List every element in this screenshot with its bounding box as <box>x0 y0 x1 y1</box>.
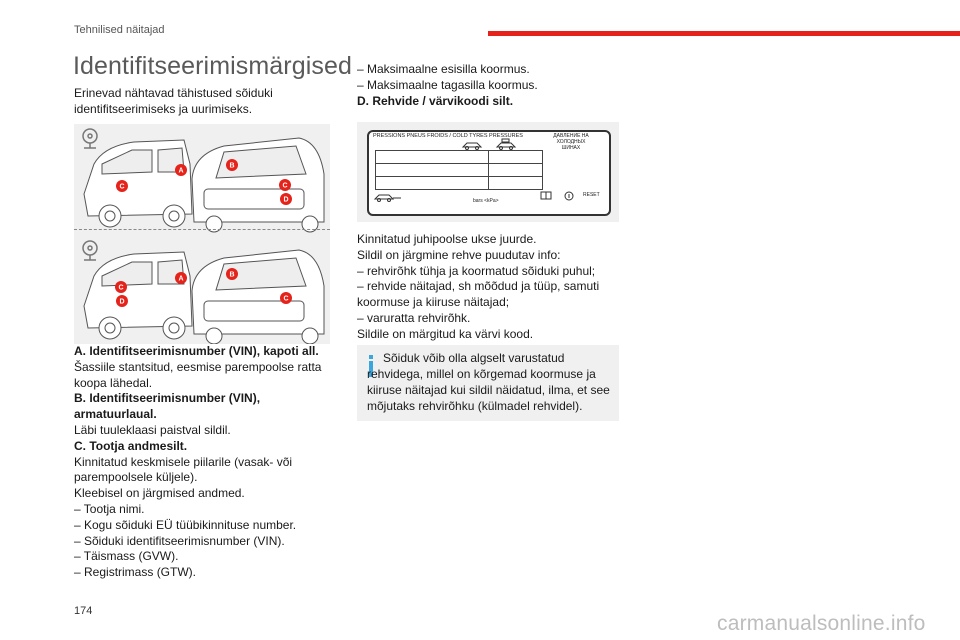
tyre-label-reset: RESET <box>583 192 600 198</box>
desc-d-title: D. Rehvide / värvikoodi silt. <box>357 93 514 108</box>
list-item: – Tootja nimi. <box>74 501 145 516</box>
steering-wheel-icon <box>82 128 98 149</box>
desc-b-text: Läbi tuuleklaasi paistval sildil. <box>74 422 231 437</box>
right-column-body: Kinnitatud juhipoolse ukse juurde. Sildi… <box>357 232 627 343</box>
list-item: – Registrimass (GTW). <box>74 565 197 580</box>
marker-d-bottom: D <box>116 295 128 307</box>
body-line: Sildil on järgmine rehve puudutav info: <box>357 247 561 262</box>
svg-text:B: B <box>229 163 234 170</box>
list-item: – Kogu sõiduki EÜ tüübikinnituse number. <box>74 517 297 532</box>
car-illustration-bottom: A B C D C <box>74 234 330 344</box>
list-item: – Sõiduki identifitseerimisnumber (VIN). <box>74 533 285 548</box>
page-title: Identifitseerimismärgised <box>73 52 352 80</box>
list-item: – rehvide näitajad, sh mõõdud ja tüüp, s… <box>357 279 600 310</box>
desc-a-title: A. Identifitseerimisnumber (VIN), kapoti… <box>74 344 319 358</box>
svg-text:C: C <box>283 296 288 303</box>
grid-line <box>488 151 489 189</box>
marker-c-right-top: C <box>279 179 291 191</box>
tyre-label-cyrillic: ДАВЛЕНИЕ НА ХОЛОДНЫХ ШИНАХ <box>553 133 589 151</box>
svg-text:D: D <box>283 197 288 204</box>
desc-c-title: C. Tootja andmesilt. <box>74 438 188 453</box>
page-number: 174 <box>74 605 93 617</box>
grid-line <box>376 163 542 164</box>
info-note-box: Sõiduk võib olla algselt varustatud rehv… <box>357 345 619 421</box>
section-header-title: Tehnilised näitajad <box>74 24 165 36</box>
marker-c-left-top: C <box>116 180 128 192</box>
list-item: – varuratta rehvirõhk. <box>357 310 471 325</box>
desc-c-text2: Kleebisel on järgmised andmed. <box>74 486 245 501</box>
svg-text:A: A <box>178 168 183 175</box>
info-note-text: Sõiduk võib olla algselt varustatud rehv… <box>367 351 610 413</box>
figure-divider <box>74 229 330 230</box>
marker-d-top: D <box>280 193 292 205</box>
tyre-pressure-grid <box>375 150 543 190</box>
manual-info-icons <box>540 191 574 201</box>
van-drawing-top: A B C C D <box>82 128 325 233</box>
marker-a-top: A <box>175 164 187 176</box>
intro-text: Erinevad nähtavad tähistused sõiduki ide… <box>74 86 273 116</box>
car-illustration-top: A B C C D <box>74 124 330 234</box>
list-item: – rehvirõhk tühja ja koormatud sõiduki p… <box>357 263 596 278</box>
tyre-pressure-label: PRESSIONS PNEUS FROIDS / COLD TYRES PRES… <box>367 130 611 216</box>
list-item: – Maksimaalne tagasilla koormus. <box>357 77 538 92</box>
svg-text:A: A <box>178 276 183 283</box>
svg-text:C: C <box>119 184 124 191</box>
list-item: – Täismass (GVW). <box>74 549 179 564</box>
marker-a-bottom: A <box>175 272 187 284</box>
svg-text:D: D <box>119 299 124 306</box>
desc-a-text: Šassiile stantsitud, eesmise parempoolse… <box>74 359 322 390</box>
steering-wheel-icon <box>82 240 98 261</box>
marker-b-top: B <box>226 159 238 171</box>
car-load-icons <box>461 138 517 150</box>
info-icon <box>368 355 375 377</box>
svg-text:B: B <box>229 272 234 279</box>
tyre-label-heading: PRESSIONS PNEUS FROIDS / COLD TYRES PRES… <box>373 133 523 139</box>
watermark: carmanualsonline.info <box>717 612 926 635</box>
section-header-accent-bar <box>488 31 960 36</box>
identification-descriptions: A. Identifitseerimisnumber (VIN), kapoti… <box>74 344 336 581</box>
marker-c-left-bottom: C <box>115 281 127 293</box>
svg-text:C: C <box>118 285 123 292</box>
body-line: Sildile on märgitud ka värvi kood. <box>357 326 534 341</box>
desc-b-title: B. Identifitseerimisnumber (VIN), armatu… <box>74 391 261 422</box>
list-item: – Maksimaalne esisilla koormus. <box>357 62 530 76</box>
right-column-top: – Maksimaalne esisilla koormus. – Maksim… <box>357 62 627 109</box>
desc-c-text1: Kinnitatud keskmisele piilarile (vasak- … <box>74 454 293 485</box>
grid-line <box>376 176 542 177</box>
van-drawing-bottom: A B C D C <box>82 240 325 344</box>
car-towing-icon <box>373 194 401 202</box>
body-line: Kinnitatud juhipoolse ukse juurde. <box>357 232 537 246</box>
marker-c-right-bottom: C <box>280 292 292 304</box>
marker-b-bottom: B <box>226 268 238 280</box>
tyre-label-units: bars <kPa> <box>473 198 499 204</box>
svg-text:C: C <box>282 183 287 190</box>
tyre-label-illustration: PRESSIONS PNEUS FROIDS / COLD TYRES PRES… <box>357 122 619 222</box>
